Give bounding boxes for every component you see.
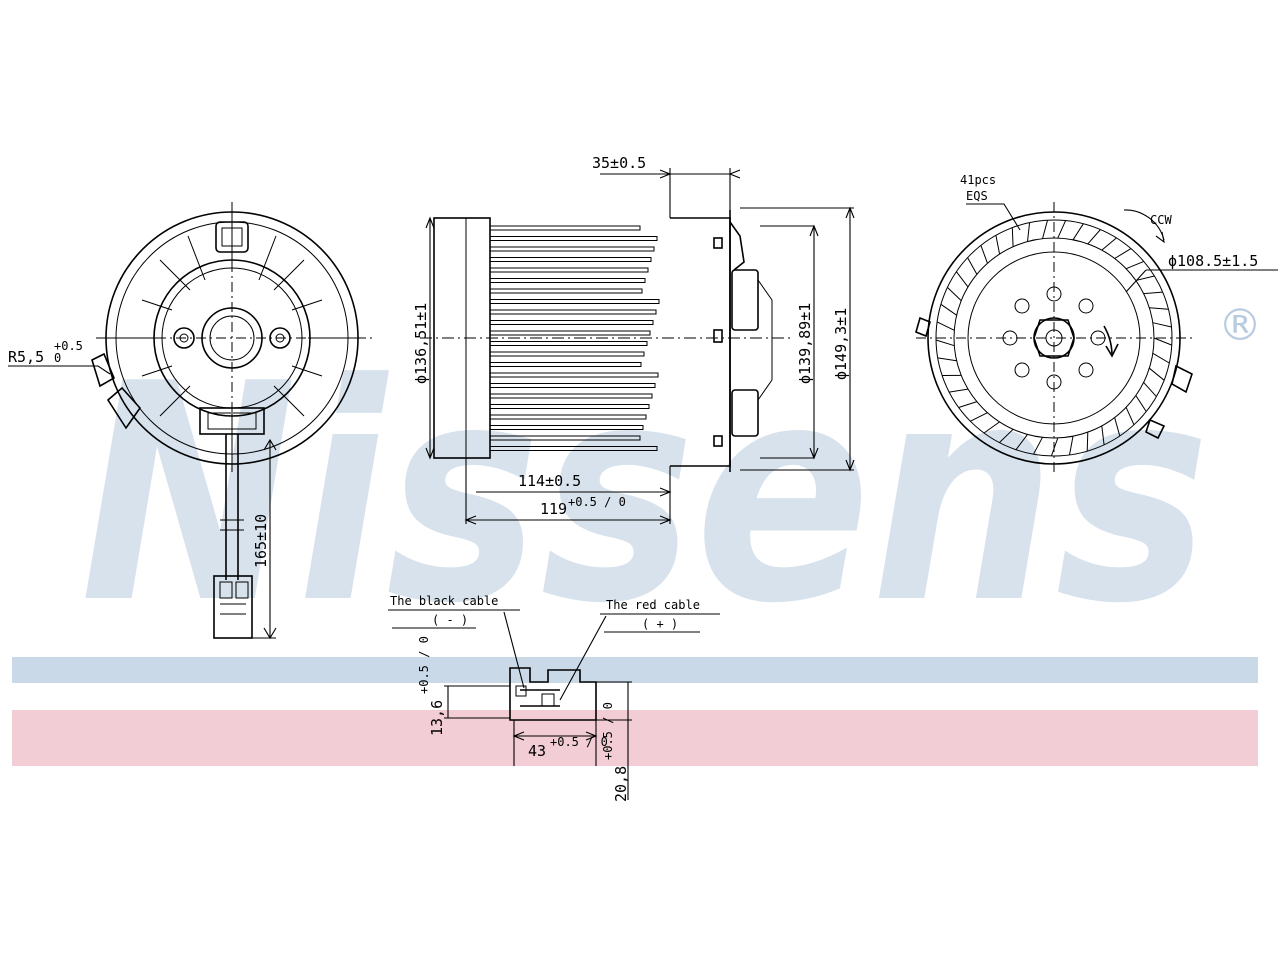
wheel-blade — [935, 339, 955, 347]
wheel-blade — [967, 257, 978, 275]
dim-diameter-fan: ϕ136,51±1 — [412, 303, 430, 384]
wheel-blade — [980, 245, 988, 264]
dim-depth-top: 35±0.5 — [592, 154, 646, 172]
wheel-blade — [1050, 437, 1059, 457]
wheel-blade — [983, 421, 1000, 434]
dim-diameter-overall: ϕ149,3±1 — [832, 308, 850, 380]
dim-length-119: 119 — [540, 500, 567, 518]
wheel-blade — [1101, 425, 1105, 445]
wheel-blade — [999, 428, 1014, 443]
rear-view: 41pcs EQS CCW ϕ108.5±1.5 — [915, 173, 1278, 474]
wheel-blade — [1033, 437, 1043, 455]
wheel-blade — [1135, 395, 1147, 412]
wheel-blade — [1057, 220, 1067, 239]
impeller-fin — [490, 362, 642, 367]
impeller-fin — [490, 309, 657, 315]
impeller-fin — [490, 435, 641, 441]
impeller-fin — [490, 372, 659, 378]
wheel-blade — [1011, 227, 1014, 247]
wheel-blade — [1086, 432, 1089, 452]
impeller-fin — [490, 446, 658, 451]
impeller-fin — [490, 299, 660, 304]
impeller-fin — [490, 225, 641, 231]
impeller-fins — [490, 225, 660, 451]
dim-radius-tol-minus: 0 — [54, 351, 61, 365]
impeller-fin — [490, 414, 647, 420]
label-black-cable: The black cable — [390, 594, 498, 608]
label-teeth-count: 41pcs — [960, 173, 996, 187]
watermark-band-pink — [12, 710, 1258, 766]
impeller-fin — [490, 351, 645, 357]
impeller-fin — [490, 246, 655, 252]
impeller-fin — [490, 257, 652, 262]
wheel-blade — [1114, 248, 1132, 259]
wheel-blade — [1072, 223, 1084, 241]
watermark-band-blue — [12, 657, 1258, 683]
label-teeth-eqs: EQS — [966, 189, 988, 203]
wheel-blade — [1143, 291, 1163, 295]
dim-connector-width-tol: +0.5 / 0 — [550, 735, 608, 749]
label-rotation: CCW — [1150, 213, 1172, 227]
watermark-logo: Nissens — [80, 320, 1210, 669]
wheel-blade — [1069, 436, 1074, 456]
label-black-sign: ( - ) — [432, 613, 468, 627]
label-red-cable: The red cable — [606, 598, 700, 612]
impeller-fin — [490, 425, 644, 430]
wheel-blade — [947, 287, 962, 301]
wheel-blade — [1101, 237, 1117, 251]
connector-detail: The black cable ( - ) The red cable ( + … — [388, 594, 720, 802]
dim-length-114: 114±0.5 — [518, 472, 581, 490]
wheel-blade — [970, 412, 988, 422]
wheel-blade — [940, 303, 957, 316]
wheel-blade — [1149, 307, 1169, 310]
impeller-fin — [490, 341, 648, 346]
dim-length-119-tol: +0.5 / 0 — [568, 495, 626, 509]
dim-radius: R5,5 — [8, 348, 44, 366]
wheel-blade — [1148, 367, 1165, 381]
impeller-fin — [490, 330, 651, 336]
dim-diameter-flange: ϕ139,89±1 — [796, 303, 814, 384]
dim-cable-length: 165±10 — [252, 514, 270, 568]
impeller-fin — [490, 236, 658, 241]
wheel-blade — [1153, 337, 1172, 346]
dim-wheel-diameter: ϕ108.5±1.5 — [1168, 252, 1258, 270]
front-view: 165±10 R5,5 +0.5 0 — [8, 202, 372, 640]
side-view: 35±0.5 ϕ136,51±1 ϕ139,89±1 ϕ149,3±1 114±… — [412, 154, 855, 525]
impeller-fin — [490, 393, 653, 399]
impeller-fin — [490, 288, 643, 294]
wheel-blade — [936, 321, 955, 331]
wheel-blade — [958, 401, 978, 408]
impeller-fin — [490, 320, 654, 325]
dim-connector-depth: 20,8 — [612, 766, 630, 802]
label-red-sign: ( + ) — [642, 617, 678, 631]
wheel-blade — [956, 271, 969, 288]
impeller-fin — [490, 404, 650, 409]
dim-connector-width: 43 — [528, 742, 546, 760]
wheel-blade — [1125, 407, 1135, 426]
wheel-blade — [1027, 222, 1031, 242]
wheel-blade — [949, 388, 969, 393]
wheel-blade — [1015, 434, 1028, 451]
impeller-fin — [490, 267, 649, 273]
wheel-blade — [1125, 260, 1144, 270]
wheel-blades — [935, 220, 1172, 457]
dim-connector-depth-tol: +0.5 / 0 — [601, 702, 615, 760]
wheel-blade — [1152, 352, 1170, 364]
dim-connector-height: 13,6 — [428, 700, 446, 736]
wheel-blade — [1135, 275, 1155, 281]
impeller-fin — [490, 383, 656, 388]
dim-radius-tol-plus: +0.5 — [54, 339, 83, 353]
wheel-blade — [1042, 220, 1048, 239]
wheel-blade — [1087, 229, 1101, 245]
wheel-blade — [937, 357, 957, 362]
dim-connector-height-tol: +0.5 / 0 — [417, 636, 431, 694]
wheel-blade — [1152, 322, 1172, 328]
impeller-fin — [490, 278, 646, 283]
registered-mark: ® — [1218, 300, 1262, 351]
wheel-blade — [1114, 417, 1121, 437]
wheel-blade — [995, 235, 1001, 255]
wheel-blade — [1143, 382, 1157, 397]
